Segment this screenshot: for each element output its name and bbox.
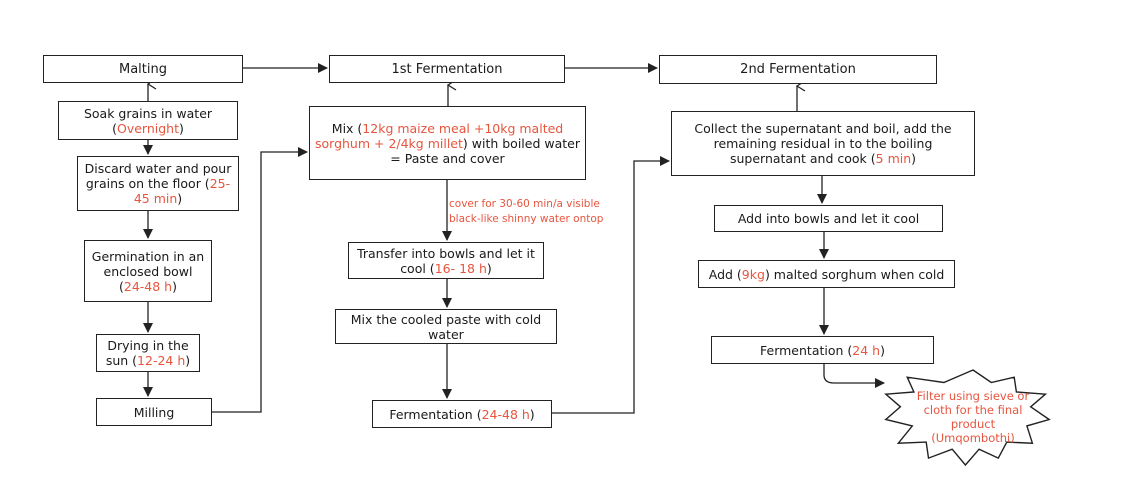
discard-text-1: Discard water and pour [84, 161, 232, 176]
transfer-text-2: cool ( [400, 260, 435, 276]
discard-time: 25-45 min [133, 176, 231, 206]
dry-text-2: sun ( [105, 353, 138, 368]
arrow-ferm-to-collect [552, 156, 670, 414]
add-post: ) malted sorghum when cold [764, 266, 945, 282]
step-mix-paste: Mix (12kg maize meal +10kg malted sorghu… [309, 106, 586, 180]
step-first-fermentation: Fermentation (24-48 h) [372, 400, 552, 428]
header-second-fermentation: 2nd Fermentation [659, 55, 937, 84]
header-malting: Malting [43, 55, 243, 83]
step-mix-cold-water: Mix the cooled paste with cold water [335, 309, 557, 344]
ferm1-pre: Fermentation ( [389, 406, 482, 422]
arrow-mill-to-mix [212, 147, 308, 413]
step-collect-supernatant: Collect the supernatant and boil, add th… [671, 111, 975, 176]
final-product-text: Filter using sieve or cloth for the fina… [916, 389, 1030, 445]
arrow-ferm-to-final [823, 364, 885, 388]
ferm1-time: 24-48 h [481, 406, 530, 422]
step-transfer-bowls: Transfer into bowls and let it cool (16-… [348, 242, 544, 279]
add-pre: Add ( [708, 266, 742, 282]
soak-text: Soak grains in water [83, 105, 213, 121]
step-add-malted-sorghum: Add (9kg) malted sorghum when cold [698, 260, 955, 288]
mixcold-text-2: water [428, 326, 464, 342]
header-first-fermentation: 1st Fermentation [329, 55, 565, 83]
ferm2-pre: Fermentation ( [760, 342, 853, 358]
transfer-text-1: Transfer into bowls and let it [357, 245, 535, 261]
step-milling: Milling [96, 398, 212, 426]
ferm2-time: 24 h [852, 342, 881, 358]
mixcold-text-1: Mix the cooled paste with cold [350, 311, 542, 327]
mix-pre: Mix ( [331, 120, 363, 136]
germ-text-2: enclosed bowl ( [103, 263, 193, 294]
mill-text: Milling [133, 404, 175, 420]
step-add-bowls-cool: Add into bowls and let it cool [714, 205, 943, 232]
bowls-text: Add into bowls and let it cool [737, 211, 920, 226]
collect-time: 5 min [875, 151, 912, 166]
add-amount: 9kg [741, 266, 765, 282]
header-second-label: 2nd Fermentation [740, 62, 856, 77]
header-first-label: 1st Fermentation [391, 61, 503, 77]
step-drying: Drying in the sun (12-24 h) [96, 334, 200, 372]
soak-time: Overnight [117, 120, 179, 136]
step-second-fermentation: Fermentation (24 h) [711, 336, 934, 364]
cover-note: cover for 30-60 min/a visible black-like… [449, 198, 604, 225]
final-product-starburst [884, 369, 1051, 467]
step-germination: Germination in an enclosed bowl (24-48 h… [84, 240, 212, 302]
mix-post: ) with boiled water [462, 135, 580, 151]
collect-text-3: supernatant and cook ( [729, 151, 876, 166]
mix-line3: = Paste and cover [390, 150, 505, 166]
germ-time: 24-48 h [123, 278, 173, 294]
header-malting-label: Malting [119, 61, 167, 77]
germ-text-1: Germination in an [91, 248, 205, 264]
mix-ingredients: 12kg maize meal +10kg malted sorghum + 2… [314, 120, 564, 151]
dry-text-1: Drying in the [107, 338, 189, 353]
step-soak-grains: Soak grains in water (Overnight) [58, 101, 238, 140]
collect-text-1: Collect the supernatant and boil, add th… [694, 121, 952, 136]
discard-text-2: grains on the floor ( [85, 176, 210, 191]
collect-text-2: remaining residual in to the boiling [713, 136, 933, 151]
transfer-time: 16- 18 h [434, 260, 487, 276]
step-discard-water: Discard water and pour grains on the flo… [77, 156, 239, 211]
dry-time: 12-24 h [137, 353, 186, 368]
